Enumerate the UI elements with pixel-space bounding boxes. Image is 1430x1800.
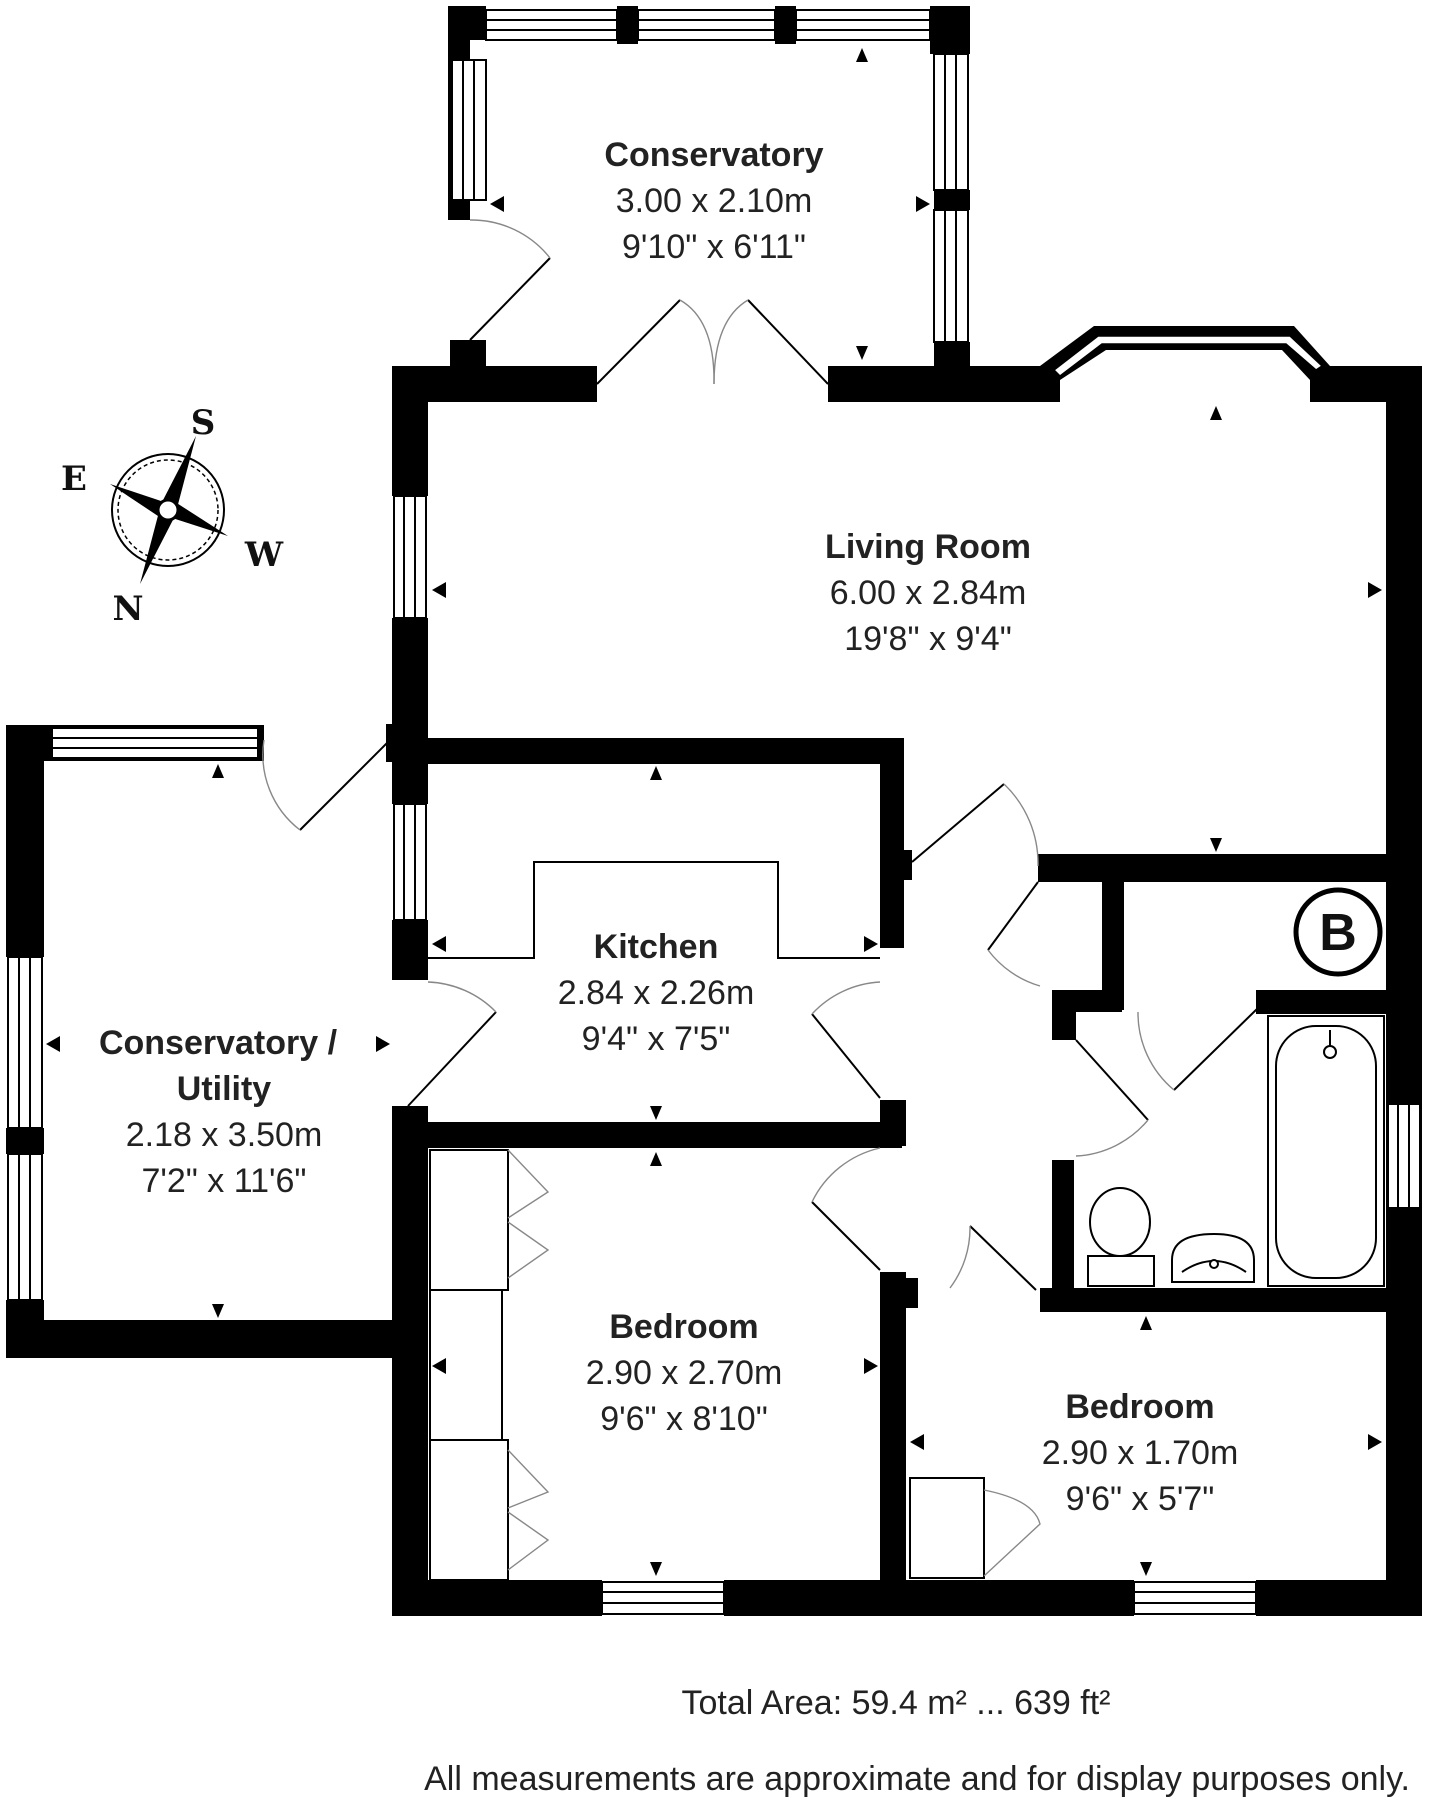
- bay-window: [1040, 326, 1330, 380]
- boiler-icon: B: [1293, 887, 1383, 977]
- room-imperial: 9'10" x 6'11": [622, 228, 806, 266]
- room-label-conservatory-utility: Conservatory / Utility 2.18 x 3.50m 7'2"…: [99, 1024, 338, 1200]
- room-name: Conservatory: [604, 136, 823, 174]
- room-imperial: 9'6" x 5'7": [1066, 1480, 1215, 1518]
- windows: [7, 9, 1421, 1615]
- room-imperial: 9'4" x 7'5": [582, 1020, 731, 1058]
- room-label-conservatory: Conservatory 3.00 x 2.10m 9'10" x 6'11": [604, 136, 823, 266]
- room-name: Conservatory /: [99, 1024, 338, 1062]
- room-metric: 3.00 x 2.10m: [616, 182, 813, 220]
- room-imperial: 19'8" x 9'4": [844, 620, 1012, 658]
- room-label-bedroom-2: Bedroom 2.90 x 1.70m 9'6" x 5'7": [1042, 1388, 1239, 1518]
- room-imperial: 7'2" x 11'6": [141, 1162, 306, 1200]
- room-name: Bedroom: [1065, 1388, 1214, 1426]
- bathroom-fixtures: [1087, 1015, 1385, 1287]
- room-label-bedroom-1: Bedroom 2.90 x 2.70m 9'6" x 8'10": [586, 1308, 783, 1438]
- doors: [262, 219, 1259, 1291]
- boiler-label: B: [1319, 904, 1357, 962]
- walls: [6, 6, 1422, 1616]
- room-name: Living Room: [825, 528, 1031, 566]
- room-name: Kitchen: [594, 928, 719, 966]
- compass-east: E: [61, 459, 87, 499]
- room-metric: 2.90 x 1.70m: [1042, 1434, 1239, 1472]
- room-name: Bedroom: [609, 1308, 758, 1346]
- room-imperial: 9'6" x 8'10": [600, 1400, 768, 1438]
- room-label-living-room: Living Room 6.00 x 2.84m 19'8" x 9'4": [825, 528, 1031, 658]
- compass-north: N: [112, 589, 143, 629]
- kitchen-counter: [428, 861, 880, 959]
- room-label-kitchen: Kitchen 2.84 x 2.26m 9'4" x 7'5": [558, 928, 755, 1058]
- room-metric: 2.84 x 2.26m: [558, 974, 755, 1012]
- compass-west: W: [244, 535, 284, 575]
- dimension-arrows: [46, 48, 1382, 1576]
- total-area: Total Area: 59.4 m² ... 639 ft²: [682, 1684, 1111, 1722]
- room-name-line2: Utility: [177, 1070, 272, 1108]
- room-metric: 2.18 x 3.50m: [126, 1116, 323, 1154]
- disclaimer: All measurements are approximate and for…: [424, 1760, 1410, 1798]
- room-metric: 6.00 x 2.84m: [830, 574, 1027, 612]
- wardrobes: [429, 1149, 1041, 1581]
- compass-south: S: [191, 403, 216, 443]
- room-metric: 2.90 x 2.70m: [586, 1354, 783, 1392]
- compass-rose-icon: S E W N: [61, 403, 284, 629]
